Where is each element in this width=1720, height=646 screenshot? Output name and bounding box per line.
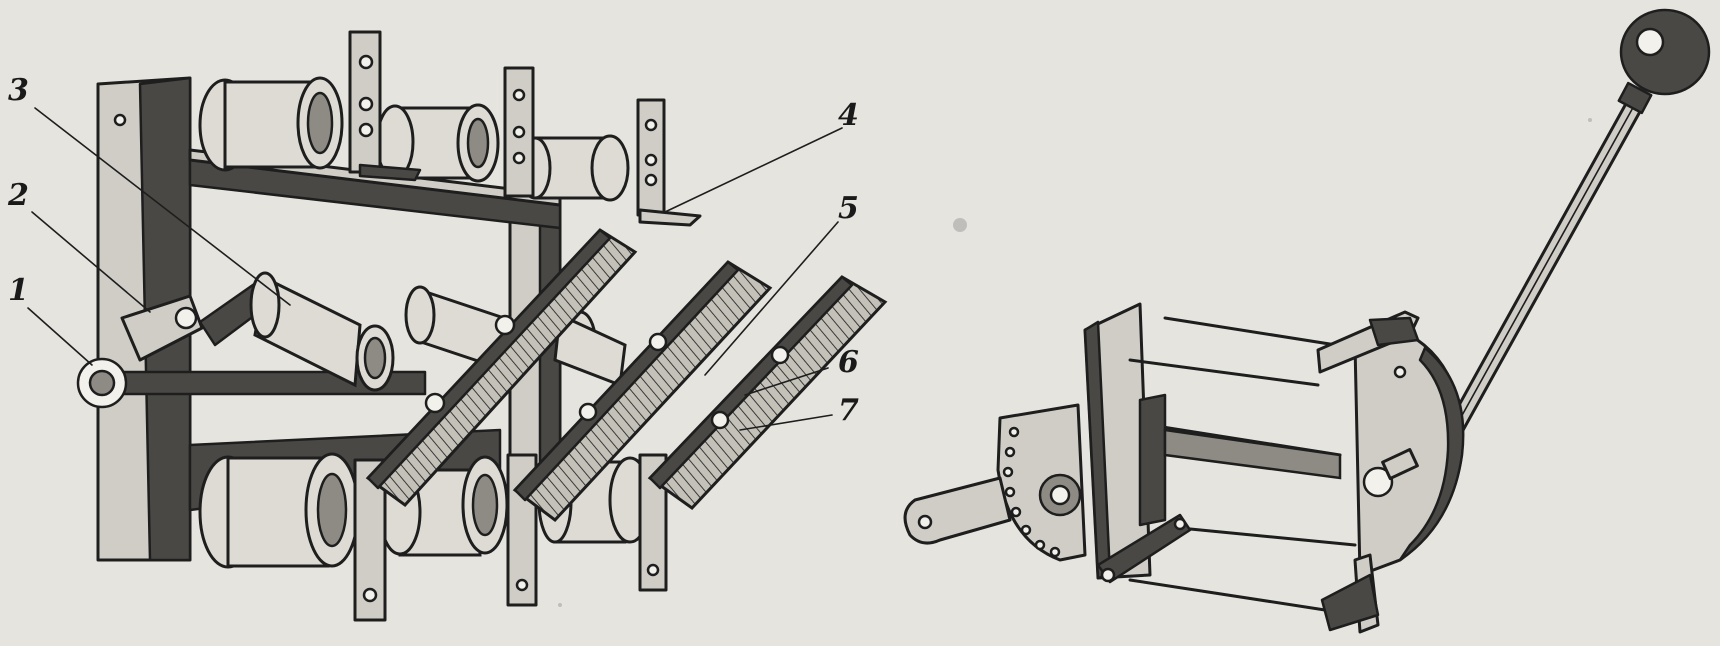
callout-7: 7: [838, 393, 859, 428]
drive-output-arm: [903, 476, 1012, 545]
callout-1: 1: [8, 273, 29, 308]
lever-drive-drawing: [903, 8, 1711, 634]
drive-handle: [1446, 8, 1711, 434]
drive-bottom-bracket: [1096, 513, 1192, 584]
top-insulators: [198, 76, 630, 202]
paper-texture: [558, 118, 1592, 607]
callout-6: 6: [838, 345, 859, 380]
callout-2: 2: [7, 178, 29, 213]
callout-5: 5: [838, 191, 859, 226]
callout-3: 3: [8, 73, 29, 108]
drive-shaft-block: [1138, 393, 1342, 527]
leader-lines: [27, 107, 843, 431]
drive-sector-plate: [996, 403, 1087, 562]
top-contact-plates: [348, 30, 702, 227]
disconnector-switch-drawing: 3 2 1 4 5 6 7: [7, 30, 888, 622]
callout-4: 4: [838, 98, 859, 133]
callout-labels: 3 2 1 4 5 6 7: [7, 73, 859, 428]
knife-blades: [365, 228, 888, 523]
drive-left-plate: [1083, 302, 1152, 580]
drive-right-plate: [1316, 310, 1465, 634]
pull-insulators: [249, 271, 627, 392]
